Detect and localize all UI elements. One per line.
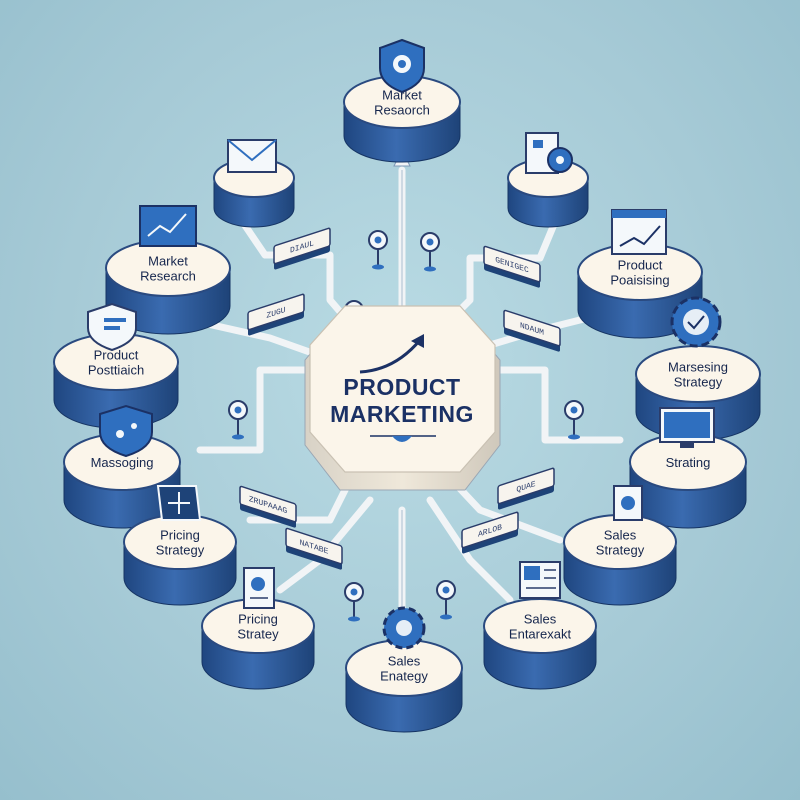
node-label: Entarexakt — [509, 627, 572, 642]
node-label: Strating — [666, 455, 711, 470]
node-label: Sales — [604, 528, 637, 543]
grid-window-icon — [519, 561, 561, 599]
location-pin-icon — [228, 400, 248, 440]
location-pin-icon — [564, 400, 584, 440]
location-pin-icon — [436, 580, 456, 620]
node-label: Product — [94, 348, 139, 363]
plus-icon — [156, 485, 202, 521]
document-icon — [613, 485, 643, 521]
gear-icon — [670, 296, 722, 348]
shield-icon — [99, 404, 153, 458]
node-label: Marsesing — [668, 360, 728, 375]
node-label: Strategy — [674, 375, 723, 390]
node-messaging-left: Massoging — [63, 433, 181, 529]
node-label: Strategy — [156, 543, 205, 558]
envelope-icon — [227, 139, 277, 173]
node-label: Product — [618, 258, 663, 273]
shield-card-icon — [87, 302, 137, 352]
connector-tag: GENIGEC — [483, 245, 541, 288]
growth-arrow-icon — [359, 339, 422, 374]
shield-gear-icon — [379, 38, 425, 94]
connector-tag: ZUGU — [247, 293, 305, 336]
pipe-to-messaging-left — [196, 366, 309, 454]
connector-tag: QUAE — [497, 467, 555, 510]
hub-title-line1: PRODUCT — [343, 374, 460, 400]
node-label: Resaorch — [374, 103, 430, 118]
node-label: Pricing — [160, 528, 200, 543]
connector-tag: DIAUL — [273, 227, 331, 270]
chart-window-icon — [611, 209, 667, 255]
location-pin-icon — [344, 582, 364, 622]
connector-tag: ZRUPAAAG — [239, 485, 297, 528]
node-label: Poaisising — [610, 273, 669, 288]
monitor-icon — [659, 407, 715, 448]
connector-tags: DIAUL GENIGEC ZUGU NDAUM ZRUPAAAG QUAE NATABE A… — [239, 227, 561, 570]
node-label: Market — [148, 254, 188, 269]
connector-tag: NDAUM — [503, 309, 561, 352]
node-label: Posttiaich — [88, 363, 144, 378]
checklist-icon — [243, 567, 275, 609]
node-icons — [87, 38, 722, 650]
node-label: Market — [382, 88, 422, 103]
node-label: Sales — [524, 612, 557, 627]
location-pin-icon — [368, 230, 388, 270]
connector-tag: NATABE — [285, 527, 343, 570]
pedestals: MarketResaorchMarketResearchProductPoais… — [53, 75, 761, 733]
chart-card-icon — [139, 205, 197, 247]
pipe-to-strating-right — [494, 366, 624, 444]
node-label: Sales — [388, 654, 421, 669]
connector-tag: ARLOB — [461, 511, 519, 554]
pipe-to-market-research-left — [186, 316, 322, 359]
node-label: Stratey — [237, 627, 279, 642]
central-hub: PRODUCT MARKETING — [304, 305, 501, 491]
pipe-to-sales-bottom-right — [426, 496, 514, 604]
node-label: Enategy — [380, 669, 428, 684]
hub-badge-icon — [392, 436, 412, 442]
node-label: Strategy — [596, 543, 645, 558]
hub-title-line2: MARKETING — [330, 401, 474, 427]
documents-gear-icon — [525, 132, 573, 174]
node-label: Pricing — [238, 612, 278, 627]
gear-icon — [382, 606, 426, 650]
node-strating-right: Strating — [629, 433, 747, 529]
node-label: Massoging — [91, 455, 154, 470]
node-label: Research — [140, 269, 196, 284]
location-pin-icon — [420, 232, 440, 272]
